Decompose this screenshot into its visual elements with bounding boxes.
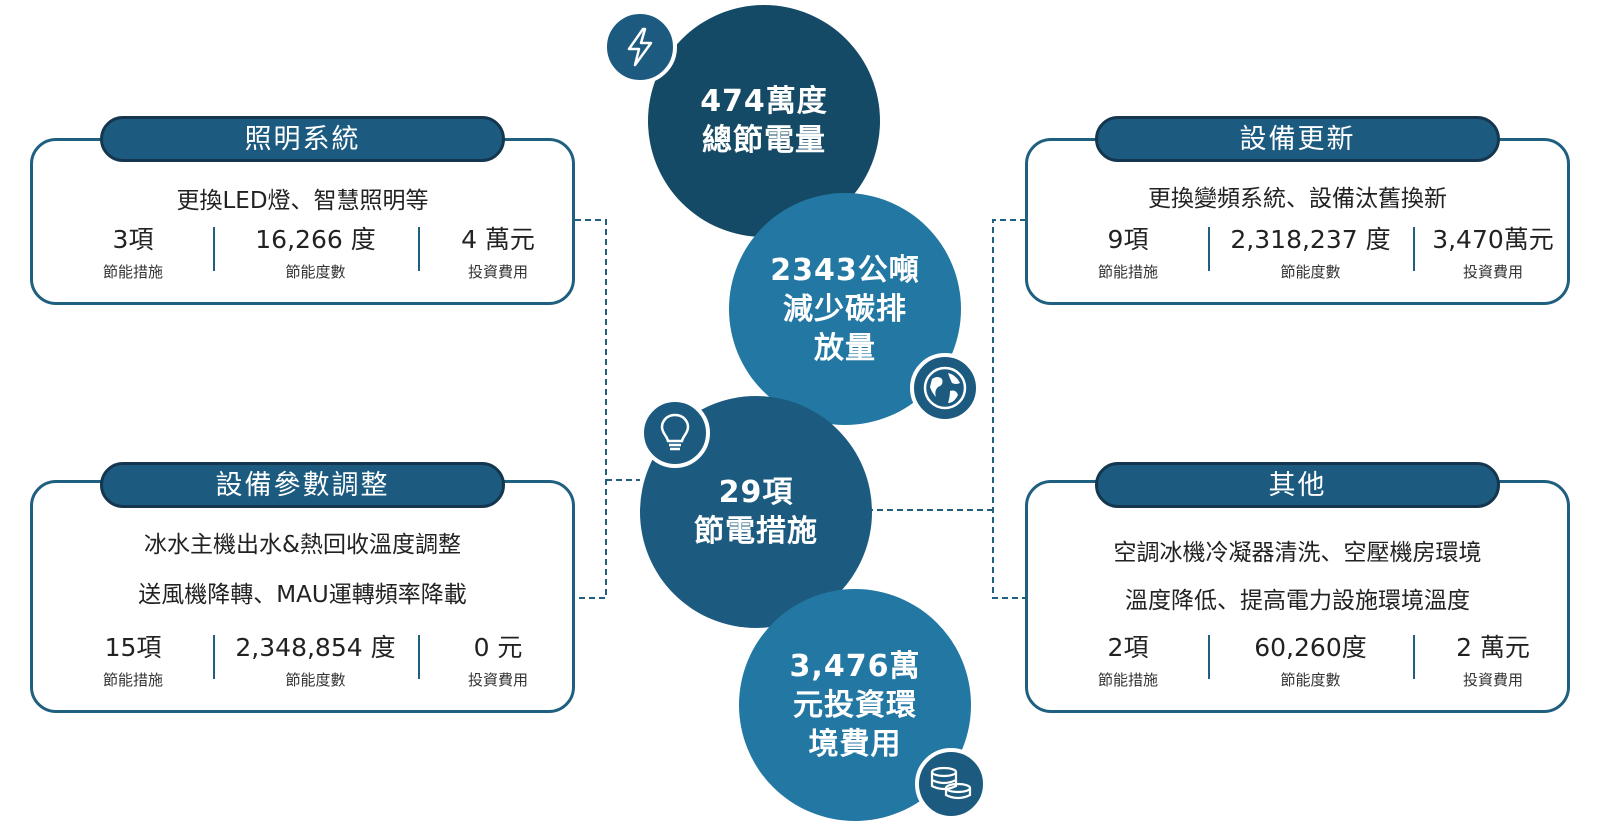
card-description-line1: 空調冰機冷凝器清洗、空壓機房環境 xyxy=(1113,540,1482,566)
bubble-line: 節電措施 xyxy=(694,514,818,549)
parameter-card-title: 設備參數調整 xyxy=(100,462,505,508)
stat-value: 2項 xyxy=(1107,633,1149,662)
stat-label: 節能度數 xyxy=(1280,263,1341,281)
stat-value: 3,470萬元 xyxy=(1432,225,1554,254)
stat-energy: 60,260度 節能度數 xyxy=(1208,631,1413,690)
connector-left xyxy=(565,219,640,599)
stat-label: 節能度數 xyxy=(1280,671,1341,689)
other-card: 空調冰機冷凝器清洗、空壓機房環境 溫度降低、提高電力設施環境溫度 2項 節能措施… xyxy=(1025,480,1570,713)
bubble-line: 29項 xyxy=(718,475,794,510)
stat-investment: 0 元 投資費用 xyxy=(418,631,578,690)
other-card-title: 其他 xyxy=(1095,462,1500,508)
stat-label: 節能措施 xyxy=(102,263,163,281)
card-description-line2: 溫度降低、提高電力設施環境溫度 xyxy=(1125,588,1470,614)
card-description-line1: 冰水主機出水&熱回收溫度調整 xyxy=(144,532,461,558)
coins-badge xyxy=(915,748,987,820)
card-stats: 3項 節能措施 16,266 度 節能度數 4 萬元 投資費用 xyxy=(53,223,578,282)
bubble-line: 2343公噸 xyxy=(770,252,920,288)
stat-energy: 16,266 度 節能度數 xyxy=(213,223,418,282)
stat-measures: 15項 節能措施 xyxy=(53,631,213,690)
parameter-card: 冰水主機出水&熱回收溫度調整 送風機降轉、MAU運轉頻率降載 15項 節能措施 … xyxy=(30,480,575,713)
stat-value: 2,318,237 度 xyxy=(1230,225,1391,254)
stat-value: 3項 xyxy=(112,225,154,254)
stat-measures: 9項 節能措施 xyxy=(1048,223,1208,282)
stat-value: 60,260度 xyxy=(1254,633,1367,662)
stat-label: 節能度數 xyxy=(285,671,346,689)
stat-value: 15項 xyxy=(104,633,162,662)
stat-label: 投資費用 xyxy=(1462,263,1523,281)
lightning-badge xyxy=(603,10,677,84)
stat-value: 4 萬元 xyxy=(461,225,535,254)
lightning-icon xyxy=(627,27,653,67)
stat-energy: 2,348,854 度 節能度數 xyxy=(213,631,418,690)
bubble-line: 境費用 xyxy=(808,726,902,762)
stat-measures: 3項 節能措施 xyxy=(53,223,213,282)
stat-value: 9項 xyxy=(1107,225,1149,254)
bubble-line: 減少碳排 xyxy=(783,291,907,327)
lighting-card-title: 照明系統 xyxy=(100,116,505,162)
equipment-card-title: 設備更新 xyxy=(1095,116,1500,162)
bubble-line: 放量 xyxy=(814,330,876,366)
coins-icon xyxy=(930,766,972,800)
card-stats: 9項 節能措施 2,318,237 度 節能度數 3,470萬元 投資費用 xyxy=(1048,223,1573,282)
lighting-card: 更換LED燈、智慧照明等 3項 節能措施 16,266 度 節能度數 4 萬元 … xyxy=(30,138,575,305)
card-description: 更換變頻系統、設備汰舊換新 xyxy=(1148,186,1447,212)
stat-label: 節能度數 xyxy=(285,263,346,281)
stat-investment: 4 萬元 投資費用 xyxy=(418,223,578,282)
bubble-line: 總節電量 xyxy=(702,123,826,158)
card-stats: 2項 節能措施 60,260度 節能度數 2 萬元 投資費用 xyxy=(1048,631,1573,690)
card-description: 更換LED燈、智慧照明等 xyxy=(176,188,429,214)
stat-energy: 2,318,237 度 節能度數 xyxy=(1208,223,1413,282)
globe-icon xyxy=(923,366,967,410)
card-stats: 15項 節能措施 2,348,854 度 節能度數 0 元 投資費用 xyxy=(53,631,578,690)
stat-label: 節能措施 xyxy=(1097,263,1158,281)
stat-value: 2 萬元 xyxy=(1456,633,1530,662)
stat-label: 投資費用 xyxy=(467,263,528,281)
stat-measures: 2項 節能措施 xyxy=(1048,631,1208,690)
lightbulb-badge xyxy=(640,398,710,468)
bubble-line: 元投資環 xyxy=(793,687,917,723)
globe-badge xyxy=(910,353,980,423)
bubble-line: 3,476萬 xyxy=(789,648,921,684)
stat-value: 0 元 xyxy=(473,633,523,662)
card-description-line2: 送風機降轉、MAU運轉頻率降載 xyxy=(138,582,467,608)
stat-value: 16,266 度 xyxy=(255,225,376,254)
stat-label: 節能措施 xyxy=(1097,671,1158,689)
stat-investment: 3,470萬元 投資費用 xyxy=(1413,223,1573,282)
stat-label: 投資費用 xyxy=(1462,671,1523,689)
lightbulb-icon xyxy=(660,413,690,451)
stat-investment: 2 萬元 投資費用 xyxy=(1413,631,1573,690)
stat-label: 節能措施 xyxy=(102,671,163,689)
equipment-card: 更換變頻系統、設備汰舊換新 9項 節能措施 2,318,237 度 節能度數 3… xyxy=(1025,138,1570,305)
stat-label: 投資費用 xyxy=(467,671,528,689)
connector-right xyxy=(872,219,1036,599)
stat-value: 2,348,854 度 xyxy=(235,633,396,662)
bubble-line: 474萬度 xyxy=(700,84,828,119)
